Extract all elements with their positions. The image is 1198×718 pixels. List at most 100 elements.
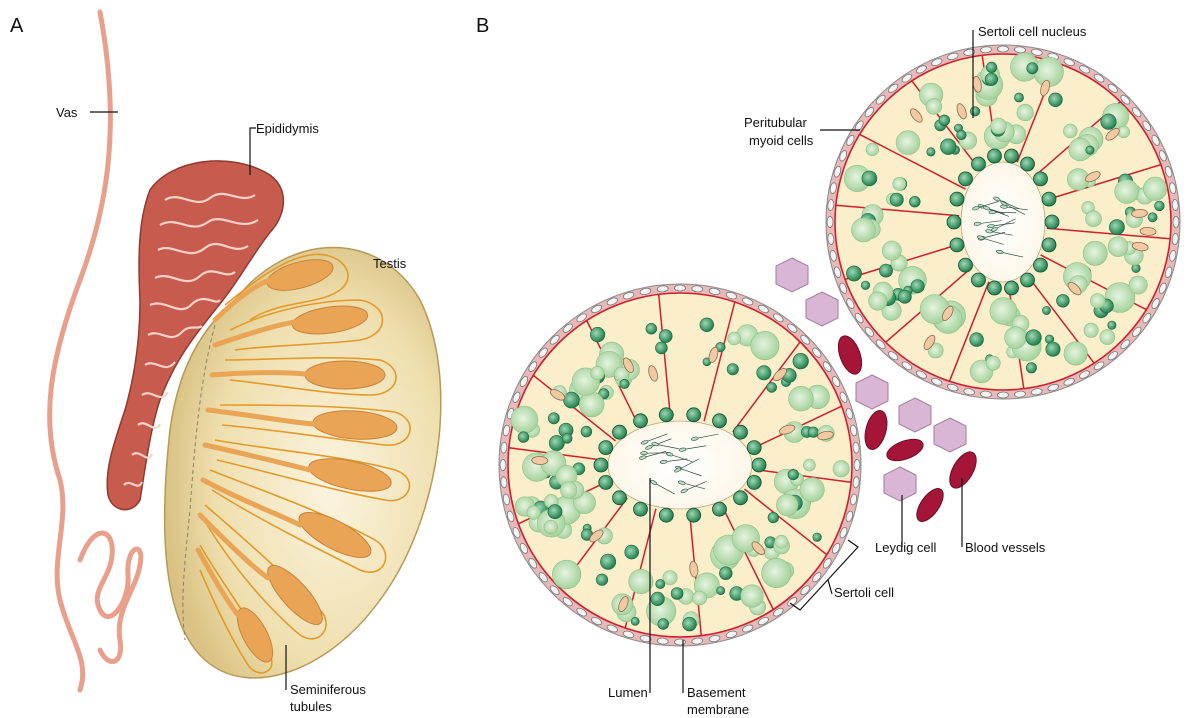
sertoli-cell-label: Sertoli cell bbox=[834, 585, 894, 600]
epididymis-label: Epididymis bbox=[256, 121, 319, 136]
spermatogonium-cell bbox=[862, 171, 877, 186]
spermatogonium-cell bbox=[1109, 220, 1124, 235]
tubule-cross-section-right bbox=[826, 45, 1180, 399]
peritubular-myoid-cell bbox=[853, 477, 860, 489]
spermatocyte-cell bbox=[789, 386, 814, 411]
peritubular-myoid-cell bbox=[500, 442, 507, 454]
spermatocyte-cell bbox=[869, 292, 887, 310]
spermatogonium-cell bbox=[590, 327, 605, 342]
spermatogonium-cell bbox=[768, 512, 779, 523]
spermatocyte-cell bbox=[552, 560, 581, 589]
spermatid-cell bbox=[659, 508, 673, 522]
spermatid-cell bbox=[1042, 238, 1056, 252]
spermatogonium-cell bbox=[700, 318, 714, 332]
spermatid-cell bbox=[659, 408, 673, 422]
spermatogonium-cell bbox=[1042, 306, 1050, 314]
lumen bbox=[961, 162, 1045, 282]
spermatocyte-cell bbox=[991, 118, 1007, 134]
spermatid-cell bbox=[713, 502, 727, 516]
spermatogonium-cell bbox=[596, 574, 608, 586]
spermatid-cell bbox=[594, 458, 608, 472]
peritubular-myoid-cell bbox=[1014, 391, 1026, 398]
panel-b-letter: B bbox=[476, 15, 489, 37]
spermatocyte-cell bbox=[776, 494, 798, 516]
spermatid-cell bbox=[950, 192, 964, 206]
peritubular-myoid-cell bbox=[692, 638, 704, 645]
sperm-head bbox=[989, 211, 996, 214]
spermatid-cell bbox=[713, 414, 727, 428]
basement-membrane-label-2: membrane bbox=[687, 702, 749, 717]
peritubular-myoid-cell bbox=[827, 233, 834, 245]
spermatocyte-cell bbox=[544, 520, 558, 534]
spermatogonium-cell bbox=[625, 545, 639, 559]
spermatogonium-cell bbox=[562, 434, 572, 444]
spermatogonium-cell bbox=[879, 264, 892, 277]
spermatocyte-cell bbox=[775, 535, 788, 548]
spermatogonium-cell bbox=[890, 193, 903, 206]
spermatogonium-cell bbox=[1057, 294, 1070, 307]
basement-membrane-label-1: Basement bbox=[687, 685, 746, 700]
spermatogonium-cell bbox=[940, 139, 956, 155]
spermatogonium-cell bbox=[898, 290, 911, 303]
spermatid-cell bbox=[613, 425, 627, 439]
spermatocyte-cell bbox=[896, 131, 920, 155]
spermatogonium-cell bbox=[548, 505, 562, 519]
spermatogonium-cell bbox=[767, 382, 777, 392]
spermatocyte-cell bbox=[751, 331, 779, 359]
panel-a-letter: A bbox=[10, 15, 24, 37]
spermatid-cell bbox=[634, 502, 648, 516]
spermatocyte-cell bbox=[1005, 327, 1027, 349]
spermatocyte-cell bbox=[693, 591, 707, 605]
spermatocyte-cell bbox=[833, 461, 849, 477]
spermatocyte-cell bbox=[1115, 180, 1139, 204]
spermatogonium-cell bbox=[793, 353, 809, 369]
spermatid-cell bbox=[1034, 258, 1048, 272]
spermatogonium-cell bbox=[846, 266, 861, 281]
spermatid-cell bbox=[747, 441, 761, 455]
spermatid-cell bbox=[747, 475, 761, 489]
spermatid-cell bbox=[1005, 149, 1019, 163]
peritubular-myoid-cell bbox=[998, 392, 1009, 398]
peritubular-label-2: myoid cells bbox=[749, 133, 814, 148]
spermatogonium-cell bbox=[911, 280, 924, 293]
spermatid-cell bbox=[687, 508, 701, 522]
spermatocyte-cell bbox=[1143, 177, 1166, 200]
peritubular-myoid-cell bbox=[854, 460, 860, 471]
peritubular-myoid-cell bbox=[675, 285, 686, 291]
spermatocyte-cell bbox=[852, 218, 876, 242]
spermatogonium-cell bbox=[1086, 146, 1094, 154]
spermatogonium-cell bbox=[1155, 201, 1165, 211]
spermatid-cell bbox=[988, 281, 1002, 295]
spermatocyte-cell bbox=[728, 332, 741, 345]
spermatogonium-cell bbox=[655, 342, 667, 354]
spermatid-cell bbox=[752, 458, 766, 472]
spermatid-cell bbox=[959, 172, 973, 186]
spermatid-cell bbox=[734, 491, 748, 505]
spermatogonium-cell bbox=[646, 323, 657, 334]
lumen-label: Lumen bbox=[608, 685, 648, 700]
spermatocyte-cell bbox=[1063, 124, 1077, 138]
spermatid-cell bbox=[1045, 215, 1059, 229]
spermatid-cell bbox=[599, 441, 613, 455]
vas-label: Vas bbox=[56, 105, 78, 120]
spermatogonium-cell bbox=[1014, 93, 1023, 102]
spermatid-cell bbox=[959, 258, 973, 272]
spermatocyte-cell bbox=[1086, 211, 1102, 227]
spermatogonium-cell bbox=[600, 554, 615, 569]
sertoli-cell-nucleus bbox=[532, 456, 548, 464]
spermatogonium-cell bbox=[788, 469, 799, 480]
spermatid-cell bbox=[988, 149, 1002, 163]
peritubular-label-1: Peritubular bbox=[744, 115, 808, 130]
spermatogonium-cell bbox=[518, 432, 529, 443]
peritubular-myoid-cell bbox=[657, 638, 669, 645]
spermatogonium-cell bbox=[659, 330, 672, 343]
spermatogonium-cell bbox=[970, 107, 980, 117]
peritubular-myoid-cell bbox=[980, 46, 992, 53]
spermatogonium-cell bbox=[631, 617, 639, 625]
spermatocyte-cell bbox=[866, 143, 879, 156]
peritubular-myoid-cell bbox=[1172, 233, 1179, 245]
spermatid-cell bbox=[1005, 281, 1019, 295]
peritubular-myoid-cell bbox=[1173, 217, 1179, 228]
sperm-head bbox=[640, 452, 647, 455]
spermatocyte-cell bbox=[926, 99, 942, 115]
